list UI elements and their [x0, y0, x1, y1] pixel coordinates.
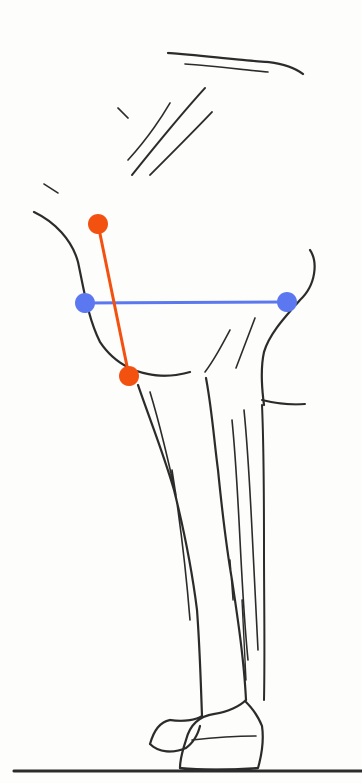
hind-leg-rear-outline — [138, 385, 202, 716]
flank-stroke-3 — [128, 103, 170, 160]
orange-measurement — [88, 214, 139, 386]
hind-leg-rear-inner — [150, 392, 176, 495]
orange-segment-line — [98, 224, 129, 376]
cannon-front — [262, 405, 264, 700]
horse-leg-drawing — [14, 53, 362, 771]
thigh-muscle-2 — [236, 318, 255, 368]
blue-segment-start-point[interactable] — [75, 293, 95, 313]
orange-segment-end-point[interactable] — [119, 366, 139, 386]
cannon-inner-2 — [244, 410, 258, 650]
flank-stroke-5 — [44, 184, 58, 193]
belly-line — [262, 400, 305, 404]
front-pastern — [180, 700, 246, 768]
cannon-inner-1 — [232, 420, 248, 660]
orange-segment-start-point[interactable] — [88, 214, 108, 234]
croup-outline-inner — [185, 64, 268, 72]
thigh-muscle-1 — [205, 330, 230, 372]
flank-stroke-4 — [118, 108, 128, 118]
stifle-outline — [262, 250, 315, 405]
blue-segment-end-point[interactable] — [277, 292, 297, 312]
front-hoof-band — [192, 736, 256, 740]
blue-measurement — [75, 292, 297, 313]
